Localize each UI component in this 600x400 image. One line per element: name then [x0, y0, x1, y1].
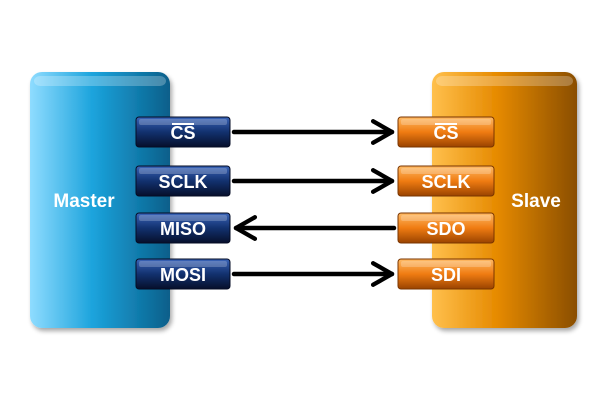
- master-pin-label: SCLK: [159, 172, 208, 192]
- master-pin-label: MISO: [160, 219, 206, 239]
- slave-pin-sclk: SCLK: [397, 165, 495, 197]
- slave-block-gloss: [436, 76, 573, 86]
- master-pin-box: [135, 165, 231, 197]
- slave-pin-label: SDO: [426, 219, 465, 239]
- slave-pin-label: SCLK: [422, 172, 471, 192]
- master-pin-label: MOSI: [160, 265, 206, 285]
- slave-pin-sdi: SDI: [397, 258, 495, 290]
- slave-pin-cs: CS: [397, 116, 495, 148]
- slave-pin-gloss: [401, 261, 491, 267]
- slave-pin-sdo: SDO: [397, 212, 495, 244]
- master-pin-miso: MISO: [135, 212, 231, 244]
- slave-pin-box: [397, 212, 495, 244]
- master-pin-box: [135, 258, 231, 290]
- master-pin-mosi: MOSI: [135, 258, 231, 290]
- slave-pin-box: [397, 116, 495, 148]
- master-pin-gloss: [139, 119, 227, 125]
- master-pin-gloss: [139, 261, 227, 267]
- master-pin-box: [135, 116, 231, 148]
- slave-label: Slave: [511, 191, 561, 212]
- master-label: Master: [53, 191, 115, 212]
- master-block-body: [30, 72, 170, 328]
- slave-pin-label: CS: [433, 123, 458, 143]
- master-pin-box: [135, 212, 231, 244]
- slave-pin-label: SDI: [431, 265, 461, 285]
- slave-pins: CS SCLK SDO SDI: [397, 116, 495, 290]
- master-pin-gloss: [139, 215, 227, 221]
- slave-pin-gloss: [401, 215, 491, 221]
- master-block-gloss: [34, 76, 166, 86]
- slave-pin-box: [397, 165, 495, 197]
- master-pins: CS SCLK MISO MOSI: [135, 116, 231, 290]
- master-block: [30, 72, 170, 328]
- slave-pin-gloss: [401, 119, 491, 125]
- signal-arrows: [231, 119, 397, 287]
- slave-pin-box: [397, 258, 495, 290]
- master-pin-cs: CS: [135, 116, 231, 148]
- master-pin-label: CS: [170, 123, 195, 143]
- master-pin-gloss: [139, 168, 227, 174]
- slave-pin-gloss: [401, 168, 491, 174]
- master-pin-sclk: SCLK: [135, 165, 231, 197]
